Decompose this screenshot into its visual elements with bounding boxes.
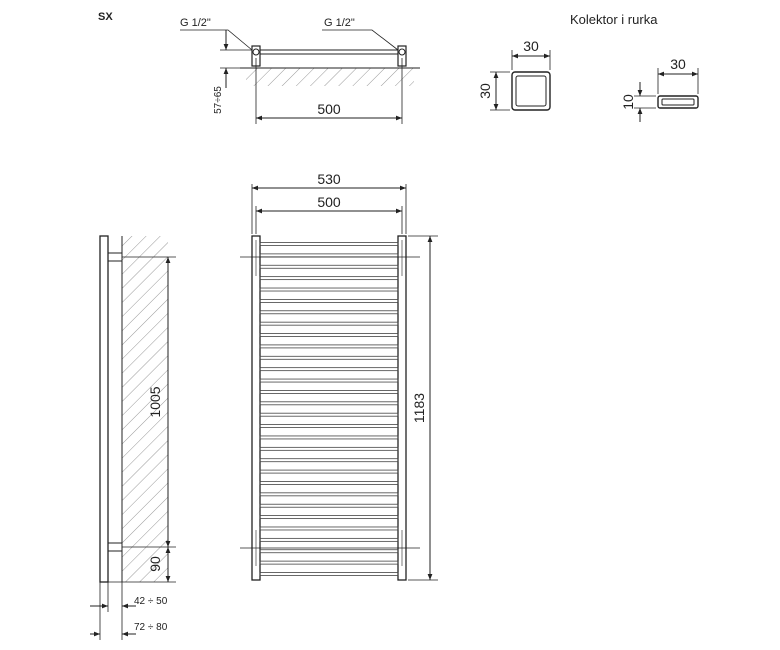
thread-left-leader [180, 29, 253, 51]
front-view-tube [259, 435, 399, 440]
top-view-width-label: 500 [317, 101, 341, 117]
front-view [240, 184, 438, 581]
top-view [180, 29, 420, 124]
collector-section [490, 50, 551, 111]
wall-distance-small-label: 42 ÷ 50 [134, 596, 168, 607]
bottom-offset-label: 90 [147, 556, 163, 572]
model-label: SX [98, 11, 113, 23]
top-view-right-connection [398, 48, 406, 56]
front-view-tube [259, 355, 399, 360]
axis-width-label: 500 [317, 194, 341, 210]
front-view-left-collector [251, 235, 261, 581]
top-view-wall [246, 68, 414, 86]
axis-height-label: 1005 [147, 386, 163, 417]
front-view-tube [259, 367, 399, 372]
front-view-tube [259, 276, 399, 281]
front-view-tube [259, 572, 399, 576]
wall-offset-label: 57÷65 [213, 86, 224, 114]
front-view-tube [259, 298, 399, 303]
wall-distance-large-label: 72 ÷ 80 [134, 622, 168, 633]
front-view-tube [259, 469, 399, 474]
thread-right-label: G 1/2" [324, 17, 355, 29]
side-view-bottom-bracket [107, 542, 123, 552]
front-view-tube [259, 481, 399, 485]
side-view [90, 235, 176, 640]
tube-width-label: 30 [670, 56, 686, 72]
front-view-tube [259, 264, 399, 269]
front-view-tube [259, 458, 399, 463]
top-view-left-connection [252, 48, 260, 56]
front-view-right-collector [397, 235, 407, 581]
front-view-tube [259, 253, 399, 258]
side-view-top-bracket [107, 252, 123, 262]
front-view-tube [259, 321, 399, 326]
thread-right-leader [322, 29, 399, 51]
tube-height-label: 10 [620, 94, 636, 110]
front-view-tube [259, 242, 399, 246]
side-view-collector [99, 235, 109, 583]
front-view-tubes [259, 242, 399, 576]
section-title: Kolektor i rurka [570, 12, 658, 27]
front-view-tube [259, 401, 399, 406]
overall-height-label: 1183 [411, 393, 427, 423]
thread-left-label: G 1/2" [180, 17, 211, 29]
collector-height-label: 30 [477, 83, 493, 99]
front-view-tube [259, 503, 399, 508]
front-view-tube [259, 310, 399, 315]
front-view-tube [259, 515, 399, 519]
front-view-tube [259, 412, 399, 417]
front-view-tube [259, 378, 399, 383]
front-view-tube [259, 492, 399, 497]
collector-width-label: 30 [523, 38, 539, 54]
front-view-tube [259, 549, 399, 554]
front-view-tube [259, 333, 399, 337]
overall-width-label: 530 [317, 171, 341, 187]
front-view-tube [259, 390, 399, 394]
front-view-tube [259, 560, 399, 565]
front-view-tube [259, 424, 399, 428]
front-view-tube [259, 446, 399, 451]
front-view-tube [259, 526, 399, 531]
front-view-tube [259, 344, 399, 349]
front-view-tube [259, 287, 399, 292]
side-view-wall [122, 236, 168, 582]
front-view-tube [259, 537, 399, 542]
tube-section [634, 68, 699, 122]
